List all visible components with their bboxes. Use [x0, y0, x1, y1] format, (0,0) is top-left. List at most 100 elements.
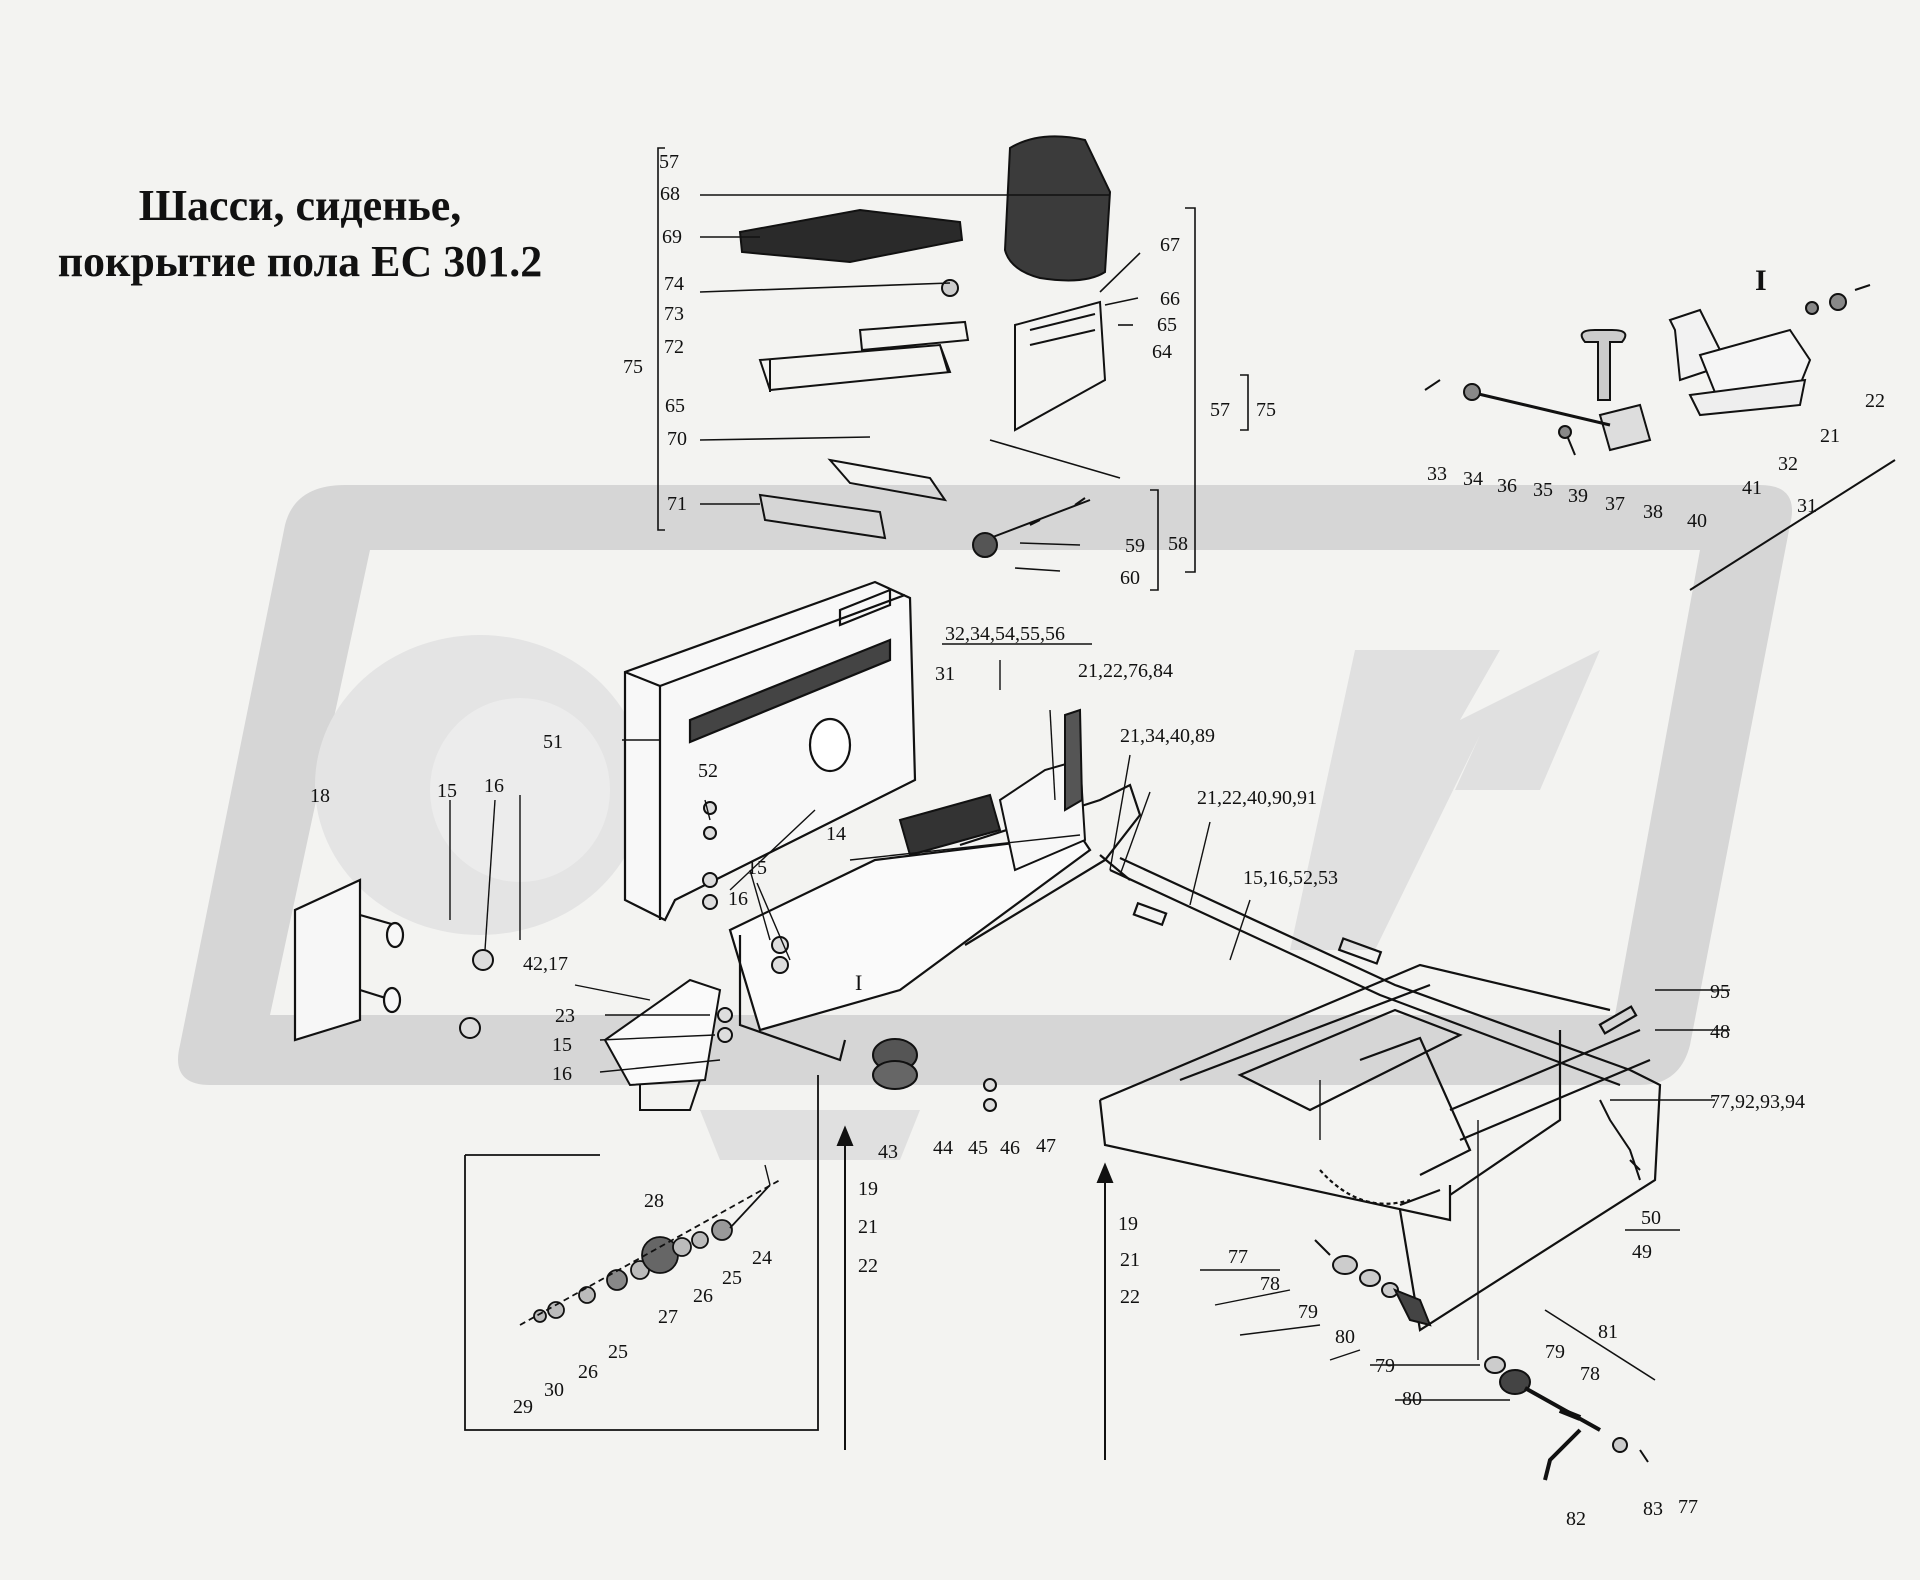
callout-48: 48	[1710, 1021, 1730, 1043]
group-brackets	[657, 147, 1249, 645]
pin-assemblies	[1314, 1099, 1656, 1481]
callout-35: 35	[1533, 479, 1553, 501]
callout-77a: 77	[1228, 1246, 1248, 1268]
detail-I-assembly	[1424, 284, 1896, 591]
seat-backrest	[1003, 135, 1112, 282]
callout-75: 75	[623, 356, 643, 378]
callout-72: 72	[664, 336, 684, 358]
callout-43: 43	[878, 1141, 898, 1163]
callout-80a: 80	[1335, 1326, 1355, 1348]
callout-15a: 15	[437, 780, 457, 802]
callout-22: 22	[1865, 390, 1885, 412]
callout-40: 40	[1687, 510, 1707, 532]
page-title-line-2: покрытие пола ЕС 301.2	[57, 237, 543, 286]
backrest-bracket	[1014, 300, 1107, 432]
callout-73: 73	[664, 303, 684, 325]
callout-47: 47	[1036, 1135, 1056, 1157]
callout-labels: 57 68 69 74 73 72 75 65 70 71 67 66 65 6…	[310, 151, 1885, 1530]
callout-78b: 78	[1580, 1363, 1600, 1385]
callout-78a: 78	[1260, 1273, 1280, 1295]
callout-group-77-94: 77,92,93,94	[1710, 1091, 1805, 1113]
callout-34: 34	[1463, 468, 1483, 490]
callout-70: 70	[667, 428, 687, 450]
callout-31: 31	[1797, 495, 1817, 517]
adjust-knob	[972, 532, 998, 558]
callout-60: 60	[1120, 567, 1140, 589]
callout-79b: 79	[1375, 1355, 1395, 1377]
callout-65: 65	[665, 395, 685, 417]
callout-32: 32	[1778, 453, 1798, 475]
callout-75b: 75	[1256, 399, 1276, 421]
callout-82: 82	[1566, 1508, 1586, 1530]
callout-16b: 16	[728, 888, 748, 910]
slide-rail-lower	[758, 493, 887, 540]
callout-25a: 25	[722, 1267, 742, 1289]
callout-33: 33	[1427, 463, 1447, 485]
callout-group-15-53: 15,16,52,53	[1243, 867, 1338, 889]
callout-79a: 79	[1298, 1301, 1318, 1323]
callout-19b: 19	[1118, 1213, 1138, 1235]
callout-23: 23	[555, 1005, 575, 1027]
page-title: Шасси, сиденье, покрытие пола ЕС 301.2	[30, 178, 570, 290]
callout-29: 29	[513, 1396, 533, 1418]
slide-rail-upper	[827, 458, 948, 502]
assembly-arrows	[836, 1125, 1114, 1460]
callout-57b: 57	[1210, 399, 1230, 421]
callout-74: 74	[664, 273, 684, 295]
callout-18: 18	[310, 785, 330, 807]
callout-14: 14	[826, 823, 846, 845]
callout-28: 28	[644, 1190, 664, 1212]
callout-19a: 19	[858, 1178, 878, 1200]
callout-16c: 16	[552, 1063, 572, 1085]
small-fasteners	[459, 801, 997, 1112]
callout-group-42-17: 42,17	[523, 953, 568, 975]
seat-frame	[758, 320, 970, 392]
callout-37: 37	[1605, 493, 1625, 515]
callout-group-21-91: 21,22,40,90,91	[1197, 787, 1317, 809]
callout-15b: 15	[747, 857, 767, 879]
callout-46: 46	[1000, 1137, 1020, 1159]
callout-67: 67	[1160, 234, 1180, 256]
callout-24: 24	[752, 1247, 772, 1269]
callout-21: 21	[1820, 425, 1840, 447]
callout-51: 51	[543, 731, 563, 753]
callout-79c: 79	[1545, 1341, 1565, 1363]
detail-marker-I: I	[1755, 264, 1767, 297]
callout-21b: 21	[858, 1216, 878, 1238]
callout-27: 27	[658, 1306, 678, 1328]
callout-64: 64	[1152, 341, 1172, 363]
callout-45: 45	[968, 1137, 988, 1159]
callout-49: 49	[1632, 1241, 1652, 1263]
callout-39: 39	[1568, 485, 1588, 507]
callout-26b: 26	[578, 1361, 598, 1383]
callout-69: 69	[662, 226, 682, 248]
callout-77b: 77	[1678, 1496, 1698, 1518]
callout-52: 52	[698, 760, 718, 782]
callout-15c: 15	[552, 1034, 572, 1056]
callout-31b: 31	[935, 663, 955, 685]
callout-58: 58	[1168, 533, 1188, 555]
callout-22c: 22	[1120, 1286, 1140, 1308]
callout-41: 41	[1742, 477, 1762, 499]
pivot-assembly-box	[464, 1075, 819, 1431]
operator-seat-mounted	[898, 708, 1087, 872]
chassis-frame	[728, 783, 1662, 1332]
callout-66: 66	[1160, 288, 1180, 310]
callout-95: 95	[1710, 981, 1730, 1003]
callout-83: 83	[1643, 1498, 1663, 1520]
callout-50: 50	[1641, 1207, 1661, 1229]
callout-22b: 22	[858, 1255, 878, 1277]
callout-65b: 65	[1157, 314, 1177, 336]
callout-81: 81	[1598, 1321, 1618, 1343]
hood-panel	[623, 580, 917, 922]
leader-lines	[449, 660, 1730, 1401]
seat-assembly	[738, 135, 1112, 558]
callout-group-32-56: 32,34,54,55,56	[945, 623, 1065, 645]
front-step	[603, 978, 722, 1111]
detail-marker-I-on-frame: I	[855, 970, 862, 995]
callout-25b: 25	[608, 1341, 628, 1363]
callout-16a: 16	[484, 775, 504, 797]
callout-group-21-89: 21,34,40,89	[1120, 725, 1215, 747]
